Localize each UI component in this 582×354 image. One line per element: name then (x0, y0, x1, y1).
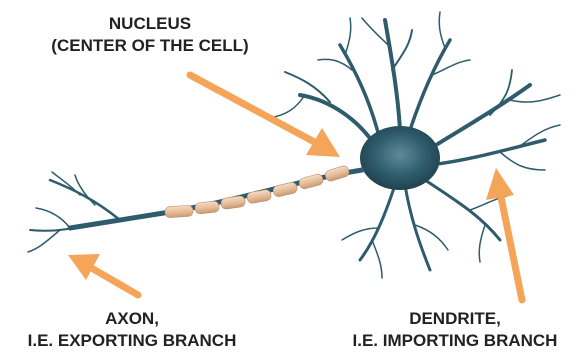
nucleus-label: NUCLEUS (CENTER OF THE CELL) (20, 13, 280, 57)
axon-label-line2: I.E. EXPORTING BRANCH (0, 330, 264, 352)
axon-terminals (28, 172, 120, 252)
cell-body (360, 126, 440, 190)
dendrite-label-line2: I.E. IMPORTING BRANCH (328, 330, 582, 352)
axon-label-line1: AXON, (0, 308, 264, 330)
nucleus-arrow (190, 75, 340, 157)
myelin-sheath (165, 165, 351, 218)
dendrite-arrow (486, 168, 522, 300)
dendrite-label: DENDRITE, I.E. IMPORTING BRANCH (328, 308, 582, 352)
axon-label: AXON, I.E. EXPORTING BRANCH (0, 308, 264, 352)
nucleus-label-line1: NUCLEUS (20, 13, 280, 35)
axon-arrow (68, 254, 138, 295)
nucleus-label-line2: (CENTER OF THE CELL) (20, 35, 280, 57)
dendrite-label-line1: DENDRITE, (328, 308, 582, 330)
